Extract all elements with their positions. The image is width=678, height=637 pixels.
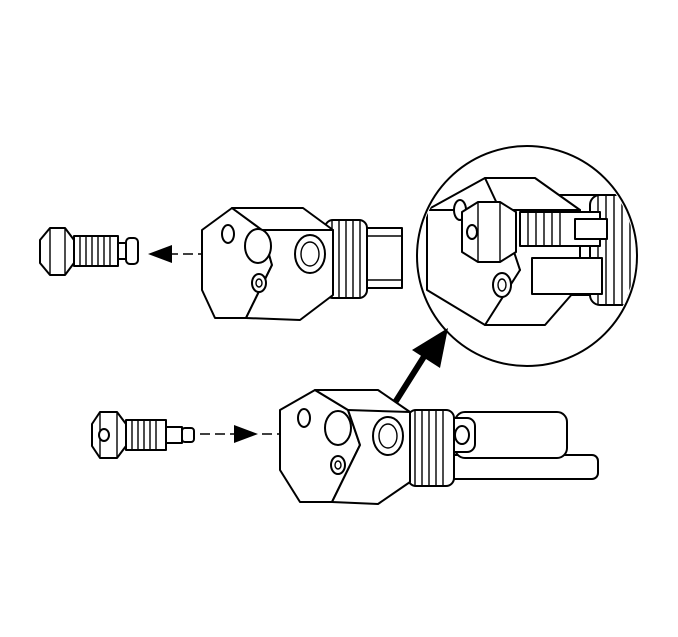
valve-core-removed: [39, 227, 139, 276]
valve-core-install: [91, 411, 195, 459]
fitting-install: [279, 389, 599, 505]
detail-inset: [416, 145, 638, 367]
fitting-removal: [201, 207, 403, 321]
